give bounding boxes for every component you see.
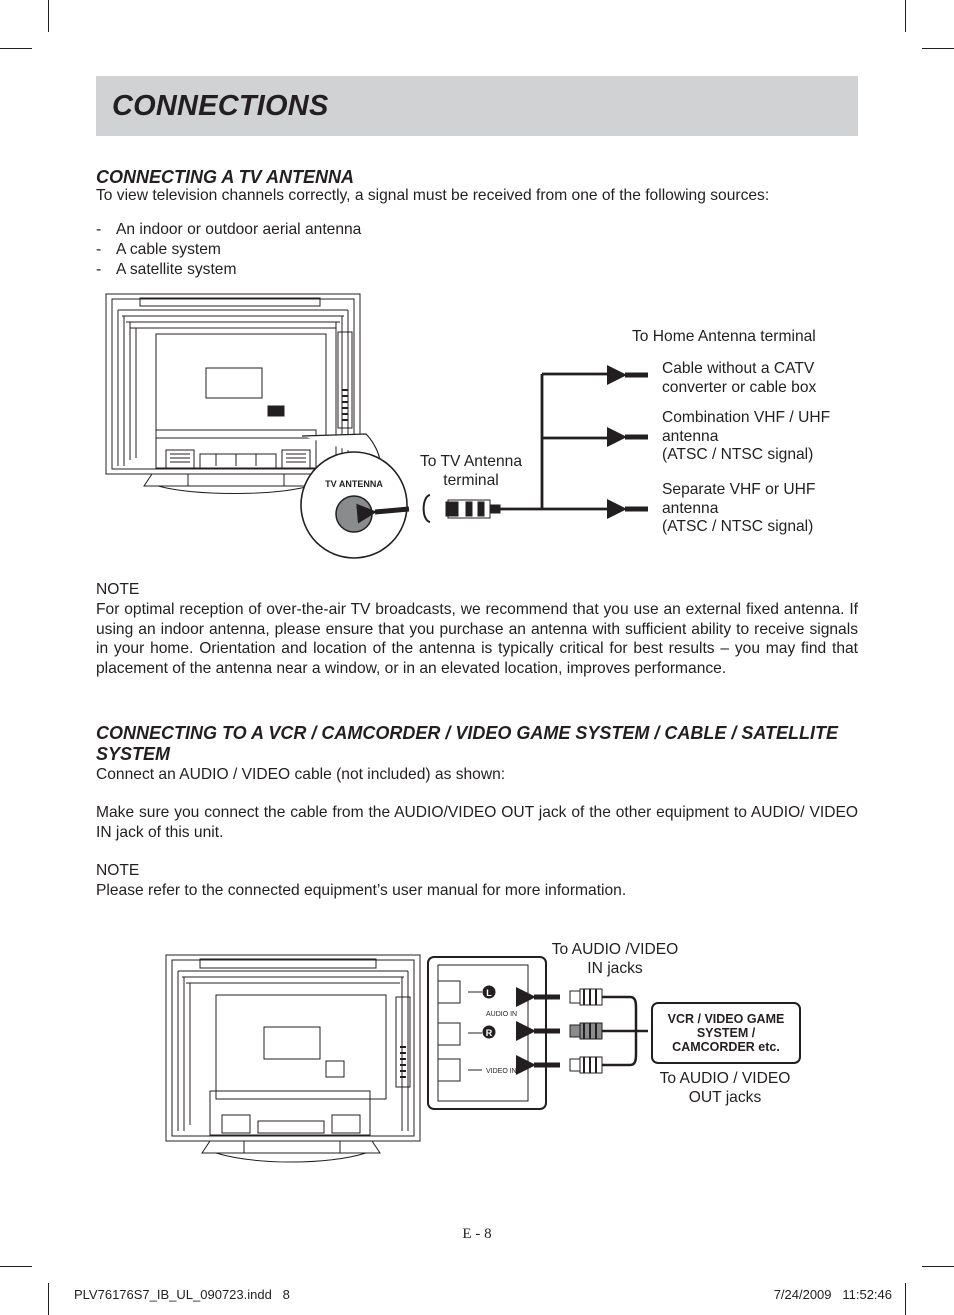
av-in-jacks-label: To AUDIO /VIDEO IN jacks bbox=[551, 941, 679, 977]
av-instruction: Make sure you connect the cable from the… bbox=[96, 804, 858, 841]
source-combination-label: Combination VHF / UHF antenna (ATSC / NT… bbox=[662, 409, 831, 463]
crop-mark bbox=[48, 0, 49, 32]
antenna-note-heading: NOTE bbox=[96, 581, 140, 598]
tv-antenna-callout bbox=[300, 433, 408, 559]
page-number: E - 8 bbox=[462, 1226, 492, 1242]
crop-mark bbox=[48, 1283, 49, 1315]
audio-in-label: AUDIO IN bbox=[486, 1011, 517, 1018]
arrow-icon bbox=[356, 503, 410, 524]
tv-antenna-terminal-label: To TV Antenna terminal bbox=[419, 453, 522, 489]
home-antenna-label: To Home Antenna terminal bbox=[632, 328, 816, 345]
crop-mark bbox=[905, 0, 906, 32]
source-separate-label: Separate VHF or UHF antenna (ATSC / NTSC… bbox=[662, 481, 816, 535]
tv-antenna-jack-label: TV ANTENNA bbox=[325, 479, 383, 489]
cable-tree bbox=[500, 372, 616, 511]
rca-plug-icon bbox=[569, 988, 638, 1031]
antenna-intro: To view television channels correctly, a… bbox=[96, 187, 770, 204]
av-note-heading: NOTE bbox=[96, 862, 140, 879]
list-item: -A cable system bbox=[96, 241, 221, 258]
av-diagram: L R AUDIO IN VIDEO IN VCR / VIDEO GAME S… bbox=[165, 954, 801, 1163]
antenna-section-title: CONNECTING A TV ANTENNA bbox=[96, 167, 354, 187]
page-title: CONNECTIONS bbox=[112, 90, 329, 122]
device-label-line2: SYSTEM / bbox=[697, 1026, 756, 1040]
source-cable-label: Cable without a CATV converter or cable … bbox=[662, 360, 817, 396]
left-channel-marker: L bbox=[486, 988, 492, 998]
list-item: -A satellite system bbox=[96, 261, 237, 278]
tv-rear-illustration bbox=[165, 954, 421, 1163]
source-list: -An indoor or outdoor aerial antenna -A … bbox=[96, 220, 361, 280]
crop-mark bbox=[922, 48, 954, 49]
antenna-diagram: TV ANTENNA bbox=[105, 293, 648, 559]
list-item: -An indoor or outdoor aerial antenna bbox=[96, 221, 362, 238]
crop-mark bbox=[0, 48, 32, 49]
antenna-note-text: For optimal reception of over-the-air TV… bbox=[96, 601, 858, 678]
crop-mark bbox=[922, 1266, 954, 1267]
header-bar: CONNECTIONS bbox=[96, 76, 858, 136]
rca-plug-icon bbox=[569, 1022, 648, 1040]
footer-file-name: PLV76176S7_IB_UL_090723.indd 8 bbox=[74, 1287, 290, 1302]
av-intro: Connect an AUDIO / VIDEO cable (not incl… bbox=[96, 766, 506, 783]
av-out-jacks-label: To AUDIO / VIDEO OUT jacks bbox=[659, 1070, 791, 1106]
device-label-line3: CAMCORDER etc. bbox=[672, 1040, 780, 1054]
right-channel-marker: R bbox=[486, 1028, 493, 1038]
crop-mark bbox=[0, 1266, 32, 1267]
device-box bbox=[651, 1002, 801, 1064]
av-note-text: Please refer to the connected equipment’… bbox=[96, 882, 627, 899]
tv-rear-illustration bbox=[105, 293, 361, 494]
footer-timestamp: 7/24/2009 11:52:46 bbox=[773, 1287, 892, 1302]
device-label-line1: VCR / VIDEO GAME bbox=[668, 1012, 785, 1026]
coax-connector-icon bbox=[422, 494, 501, 523]
crop-mark bbox=[905, 1283, 906, 1315]
video-in-label: VIDEO IN bbox=[486, 1068, 517, 1075]
rca-plug-icon bbox=[569, 1031, 638, 1074]
av-section-title: CONNECTING TO A VCR / CAMCORDER / VIDEO … bbox=[96, 723, 839, 764]
